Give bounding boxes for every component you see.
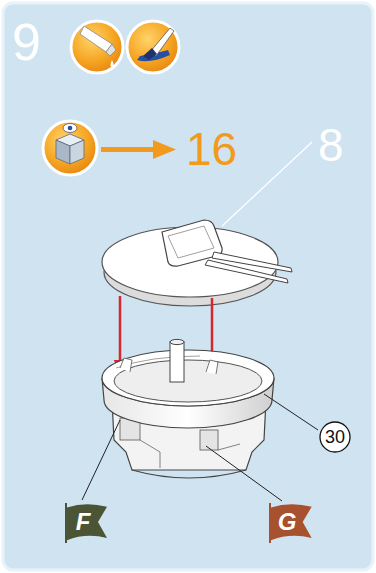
reference-arrow [101,140,176,159]
step-number: 9 [12,16,41,68]
callout-text: 30 [325,428,345,446]
glue-icon [71,21,123,73]
reference-step-number: 16 [186,126,237,172]
lid-part [102,220,292,306]
flag-marker: F [65,503,107,541]
part-number: 8 [318,122,344,168]
leader-line [206,446,282,501]
leader-line [82,420,120,500]
see-step-icon [43,121,97,175]
flag-letter: G [278,510,297,534]
base-part [102,339,274,478]
callout-number: 30 [319,421,351,453]
flag-letter: F [76,510,91,534]
paint-brush-icon [127,21,179,73]
step-panel [3,3,373,570]
leader-line [264,394,318,430]
flag-marker: G [269,503,312,541]
insert-arrow [119,296,122,370]
